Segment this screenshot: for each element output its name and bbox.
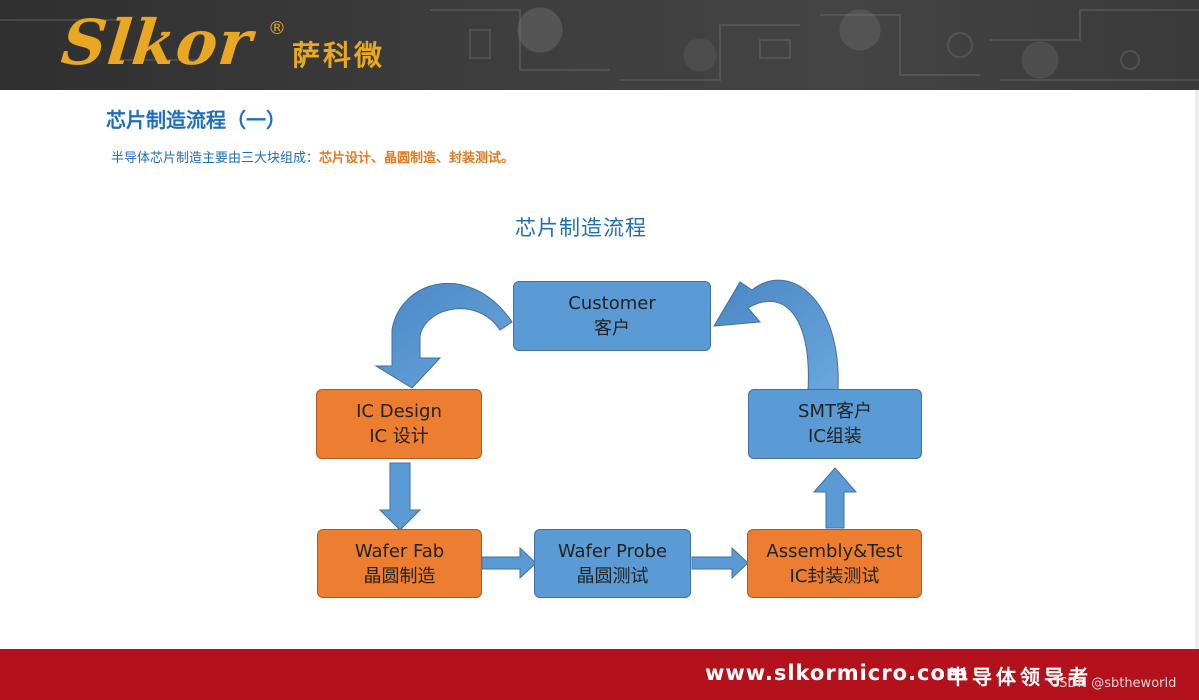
node-label-cn: 客户 (594, 318, 630, 339)
node-label-en: IC Design (356, 401, 442, 422)
node-label-cn: IC组装 (808, 426, 862, 447)
node-wafer-fab: Wafer Fab 晶圆制造 (317, 529, 482, 598)
slide-edge (1195, 90, 1199, 649)
footer-website-link[interactable]: www.slkormicro.com (705, 661, 969, 685)
node-label-cn: IC封装测试 (789, 565, 880, 587)
node-label-en: SMT客户 (798, 401, 872, 422)
node-smt-customer: SMT客户 IC组装 (748, 389, 922, 459)
watermark: CSDN @sbtheworld (1050, 676, 1177, 691)
node-label-en: Wafer Fab (354, 540, 445, 562)
node-label-cn: 晶圆制造 (363, 565, 436, 587)
diagram-title: 芯片制造流程 (515, 216, 647, 240)
node-assembly-test: Assembly&Test IC封装测试 (747, 529, 922, 598)
node-label-en: Wafer Probe (557, 540, 668, 562)
node-wafer-probe: Wafer Probe 晶圆测试 (534, 529, 691, 598)
registered-mark: ® (268, 18, 286, 39)
footer-banner (0, 649, 1199, 700)
page-title: 芯片制造流程（一） (106, 108, 286, 132)
node-customer: Customer 客户 (513, 281, 711, 351)
node-label-en: Customer (568, 293, 656, 314)
curved-arrow-right-icon (713, 279, 839, 391)
arrow-down-icon (378, 462, 422, 531)
curved-arrow-left-icon (374, 282, 513, 389)
logo-chinese-name: 萨科微 (292, 39, 386, 72)
node-ic-design: IC Design IC 设计 (316, 389, 482, 459)
node-label-en: Assembly&Test (766, 540, 903, 562)
page-subtitle: 半导体芯片制造主要由三大块组成：芯片设计、晶圆制造、封装测试。 (111, 147, 514, 166)
footer-slogan: 半导体领导者 (948, 665, 1092, 689)
subtitle-text: 半导体芯片制造主要由三大块组成： (111, 151, 320, 166)
circuit-background-icon (0, 9, 1199, 81)
node-label-cn: IC 设计 (369, 426, 429, 447)
subtitle-highlight: 芯片设计、晶圆制造、封装测试。 (319, 151, 515, 166)
arrow-up-icon (812, 467, 858, 529)
arrow-right-icon (691, 546, 749, 580)
header-banner: Slkor ® 萨科微 (0, 0, 1199, 90)
arrow-right-icon (481, 546, 537, 580)
node-label-cn: 晶圆测试 (576, 565, 649, 587)
